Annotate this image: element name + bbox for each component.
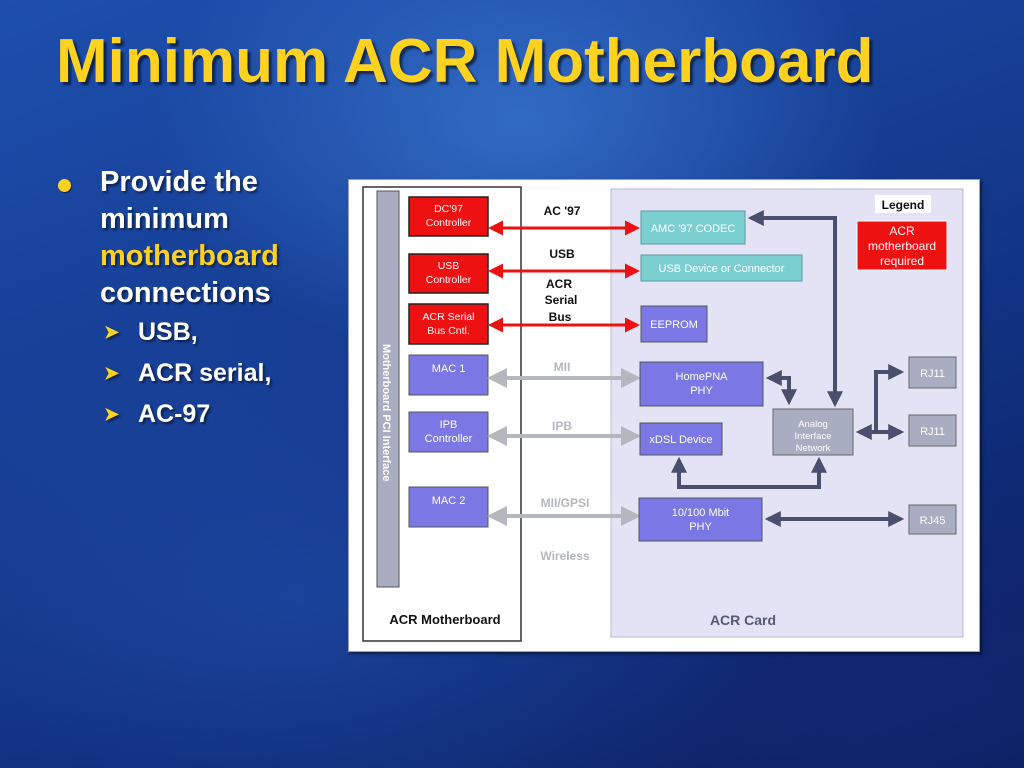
bullet-list: Provide the minimum motherboard connecti… bbox=[56, 164, 346, 435]
legend-entry: required bbox=[880, 254, 924, 268]
block-label: PHY bbox=[690, 385, 713, 397]
bus-label-serial: Serial bbox=[545, 293, 578, 307]
codec-to-analog-arrow bbox=[747, 210, 843, 408]
analog-to-rj11a-arrow bbox=[874, 364, 905, 432]
block-label: Controller bbox=[425, 433, 473, 445]
dc97-controller-block: DC'97 Controller bbox=[408, 196, 489, 237]
sub-bullet-usb: ➤ USB, bbox=[56, 312, 346, 353]
legend-entry: motherboard bbox=[868, 239, 936, 253]
legend: Legend ACR motherboard required bbox=[856, 195, 948, 271]
mac2-block: MAC 2 bbox=[408, 486, 489, 528]
bullet-dot-icon bbox=[58, 179, 71, 192]
block-label: Interface bbox=[795, 431, 832, 442]
block-label: Controller bbox=[426, 274, 472, 286]
bullet-highlight: motherboard bbox=[100, 240, 279, 272]
acr-serial-bus-controller-block: ACR Serial Bus Cntl. bbox=[408, 303, 489, 345]
analog-interface-network-block: Analog Interface Network bbox=[772, 408, 854, 456]
sub-bullet-text: USB, bbox=[138, 318, 198, 346]
pci-interface-label: Motherboard PCI Interface bbox=[380, 344, 392, 482]
arrow-bullet-icon: ➤ bbox=[104, 322, 120, 342]
card-label: ACR Card bbox=[710, 612, 776, 628]
block-label: AMC '97 CODEC bbox=[651, 223, 736, 235]
diagram-canvas: ACR Motherboard ACR Card Motherboard PCI… bbox=[362, 186, 964, 642]
sub-bullet-text: ACR serial, bbox=[138, 359, 272, 387]
slide-title: Minimum ACR Motherboard bbox=[56, 27, 874, 96]
acr-block-diagram: ACR Motherboard ACR Card Motherboard PCI… bbox=[348, 179, 980, 652]
rj11-connector-a: RJ11 bbox=[908, 356, 957, 389]
block-label: Controller bbox=[426, 217, 472, 229]
bus-label-wireless: Wireless bbox=[540, 549, 590, 563]
block-label: USB Device or Connector bbox=[659, 263, 785, 275]
block-label: RJ11 bbox=[920, 426, 945, 438]
block-label: MAC 1 bbox=[432, 363, 466, 375]
block-label: DC'97 bbox=[434, 203, 463, 215]
mac1-block: MAC 1 bbox=[408, 354, 489, 396]
sub-bullet-text: AC-97 bbox=[138, 400, 211, 428]
eeprom-block: EEPROM bbox=[640, 305, 708, 343]
ipb-controller-block: IPB Controller bbox=[408, 411, 489, 453]
sub-bullet-ac97: ➤ AC-97 bbox=[56, 394, 346, 435]
legend-swatch bbox=[856, 220, 948, 271]
block-label: Network bbox=[796, 443, 831, 454]
main-bullet: Provide the minimum motherboard connecti… bbox=[56, 164, 346, 312]
bus-label-ac97: AC '97 bbox=[544, 204, 581, 218]
block-label: Analog bbox=[798, 419, 828, 430]
block-label: ACR Serial bbox=[423, 311, 475, 323]
motherboard-label: ACR Motherboard bbox=[389, 612, 500, 627]
legend-title: Legend bbox=[882, 198, 925, 212]
legend-entry: ACR bbox=[889, 224, 915, 238]
block-label: MAC 2 bbox=[432, 495, 466, 507]
block-label: PHY bbox=[689, 521, 712, 533]
sub-bullet-serial: ➤ ACR serial, bbox=[56, 353, 346, 394]
block-label: IPB bbox=[440, 419, 458, 431]
pci-interface-bar bbox=[376, 190, 400, 588]
bullet-text-part2: connections bbox=[100, 277, 271, 309]
block-label: HomePNA bbox=[676, 371, 729, 383]
bus-label-usb: USB bbox=[549, 247, 575, 261]
arrow-bullet-icon: ➤ bbox=[104, 363, 120, 383]
rj11-connector-b: RJ11 bbox=[908, 414, 957, 447]
block-label: USB bbox=[438, 260, 460, 272]
bus-label-serial: Bus bbox=[549, 310, 572, 324]
block-label: EEPROM bbox=[650, 319, 698, 331]
block-label: RJ45 bbox=[920, 515, 946, 527]
usb-device-block: USB Device or Connector bbox=[640, 254, 803, 282]
bus-label-mii-gpsi: MII/GPSI bbox=[541, 496, 590, 510]
xdsl-to-analog-arrow bbox=[671, 456, 827, 489]
bus-label-serial: ACR bbox=[546, 277, 572, 291]
homepna-phy-block: HomePNA PHY bbox=[639, 361, 764, 407]
block-label: Bus Cntl. bbox=[427, 325, 470, 337]
bullet-text-part1: Provide the minimum bbox=[100, 166, 258, 235]
amc97-codec-block: AMC '97 CODEC bbox=[640, 210, 746, 245]
homepna-to-analog-arrow bbox=[765, 370, 797, 406]
usb-controller-block: USB Controller bbox=[408, 253, 489, 294]
phy-10-100-block: 10/100 Mbit PHY bbox=[638, 497, 763, 542]
arrow-bullet-icon: ➤ bbox=[104, 404, 120, 424]
rj45-connector: RJ45 bbox=[908, 504, 957, 535]
block-label: 10/100 Mbit bbox=[672, 507, 729, 519]
xdsl-device-block: xDSL Device bbox=[639, 422, 723, 456]
bus-label-ipb: IPB bbox=[552, 419, 572, 433]
block-label: xDSL Device bbox=[649, 434, 712, 446]
block-label: RJ11 bbox=[920, 368, 945, 380]
bus-label-mii: MII bbox=[554, 360, 571, 374]
